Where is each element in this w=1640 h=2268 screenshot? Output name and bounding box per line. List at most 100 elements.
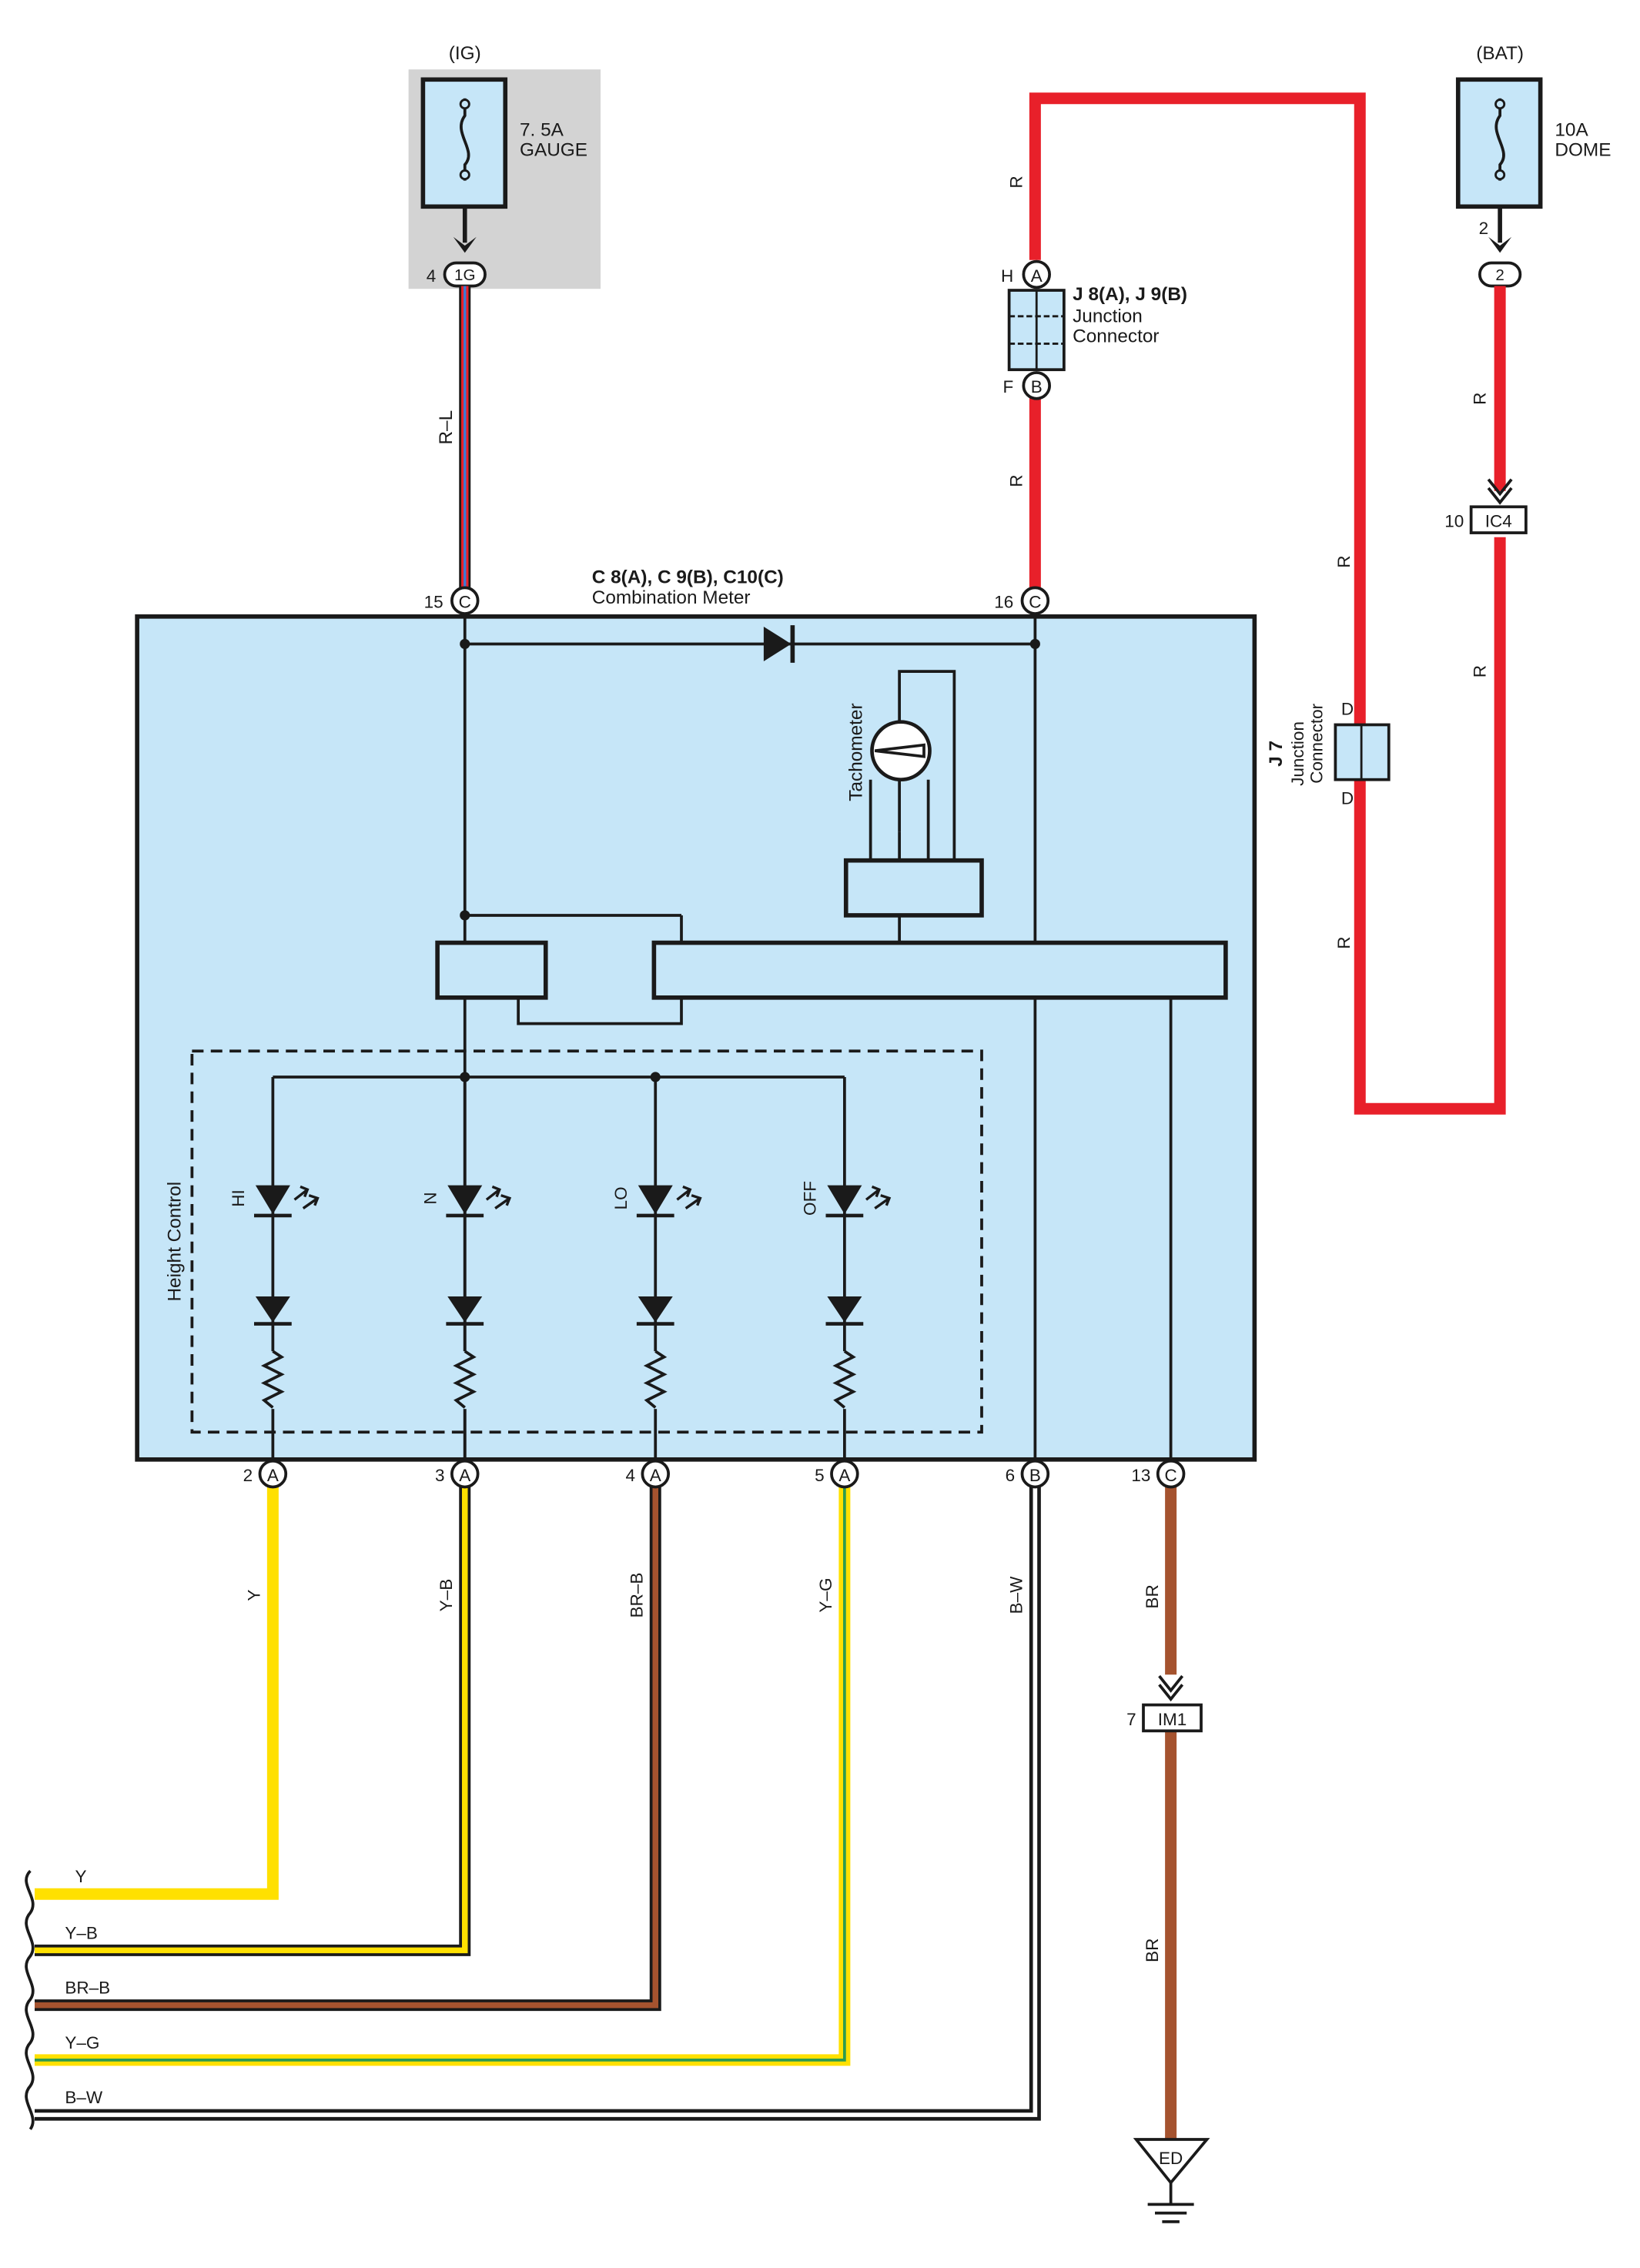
- diode-symbol: [763, 625, 795, 663]
- j7-title: J 7: [1266, 741, 1287, 767]
- wire-end-label: B–W: [65, 2088, 103, 2107]
- j8-j9-connector: [1007, 289, 1066, 372]
- led-branches: HI N LO OFF: [229, 1076, 892, 1460]
- wire-yg: Y–GY–GA5: [35, 1459, 859, 2066]
- wire-label-r-6: R: [1007, 474, 1026, 487]
- diode-icon: [638, 1296, 673, 1323]
- led-branch-n: N: [420, 1076, 512, 1460]
- wire-yb: Y–BY–BA3: [35, 1459, 480, 1956]
- fuse-bat-name: DOME: [1555, 140, 1611, 161]
- pin-number: 4: [625, 1466, 635, 1485]
- j8-conn-b: [1022, 371, 1051, 400]
- j7-pin-bottom: D: [1341, 789, 1354, 808]
- pin-number: 6: [1006, 1466, 1016, 1485]
- fuse-bat-connector-label: 2: [1495, 266, 1504, 284]
- pin-16-num: 16: [994, 593, 1013, 612]
- pin-number: 3: [435, 1466, 445, 1485]
- led-label: HI: [229, 1189, 248, 1207]
- wire-brb: BR–BBR–BA4: [35, 1459, 670, 2012]
- fuse-bat-pin: 2: [1479, 219, 1489, 238]
- led-branch-hi: HI: [229, 1076, 320, 1460]
- ground-symbol: [1133, 2138, 1210, 2223]
- pin-connector-label: A: [838, 1466, 850, 1485]
- wire-end-label: BR–B: [65, 1979, 110, 1998]
- resistor-icon: [832, 1350, 857, 1409]
- bottom-wires: YYA2Y–BY–BA3BR–BBR–BA4Y–GY–GA5B–WB–WB6BR…: [35, 1459, 1186, 2139]
- led-label: N: [420, 1192, 440, 1204]
- diode-icon: [447, 1296, 483, 1323]
- led-branch-off: OFF: [800, 1076, 892, 1460]
- led-icon: [827, 1185, 862, 1215]
- wire-label: BR: [1143, 1584, 1162, 1608]
- pin-connector-label: C: [1165, 1466, 1177, 1485]
- wire-end-label: Y–G: [65, 2033, 99, 2052]
- led-icon: [638, 1185, 673, 1215]
- diode-icon: [827, 1296, 862, 1323]
- tachometer-driver-block: [843, 858, 984, 918]
- pin-connector-label: A: [459, 1466, 470, 1485]
- pin-connector-label: A: [267, 1466, 279, 1485]
- wire-label: Y: [245, 1590, 264, 1601]
- wire-r-bat: [1029, 92, 1506, 1115]
- pin-connector: [1156, 1459, 1186, 1489]
- j8-pin-f: F: [1003, 377, 1014, 396]
- harness-break-line: [25, 1869, 35, 2130]
- pin-number: 13: [1131, 1466, 1150, 1485]
- j8-label-2: Connector: [1073, 326, 1159, 347]
- fuse-ig-connector-label: 1G: [454, 266, 475, 284]
- j8-conn-a: [1022, 259, 1051, 289]
- pin-connector: [258, 1459, 288, 1489]
- wire-label: Y–G: [816, 1578, 835, 1613]
- led-icon: [255, 1185, 290, 1215]
- fuse-ig-source: (IG): [449, 43, 481, 64]
- node-dot: [460, 910, 470, 921]
- combination-meter-body: [135, 614, 1257, 1462]
- pin-connector: [450, 1459, 480, 1489]
- pin-15-conn: C: [459, 593, 471, 612]
- pin-16-conn: C: [1029, 593, 1041, 612]
- node-dot: [1029, 638, 1040, 649]
- wire-end-label: Y–B: [65, 1923, 98, 1942]
- tachometer-needle-icon: [875, 743, 925, 758]
- im1-connector: [1142, 1703, 1203, 1733]
- dome-fuse: [1455, 77, 1543, 253]
- height-control-label: Height Control: [164, 1182, 185, 1302]
- ic4-arrow: [1487, 478, 1513, 505]
- pin-number: 2: [243, 1466, 253, 1485]
- wire-label-r-2: R: [1470, 665, 1489, 677]
- pin-connector-label: B: [1029, 1466, 1041, 1485]
- resistor-icon: [260, 1350, 285, 1409]
- j7-pin-top: D: [1341, 699, 1354, 718]
- led-label: LO: [611, 1186, 631, 1209]
- led-icon: [447, 1185, 483, 1215]
- tachometer-label: Tachometer: [845, 703, 866, 801]
- ic4-label: IC4: [1485, 512, 1512, 531]
- wire-label-r-4: R: [1334, 936, 1354, 948]
- pin-connector: [830, 1459, 859, 1489]
- j8-conn-b-label: B: [1031, 377, 1043, 396]
- j7-label-1: Junction: [1288, 721, 1307, 786]
- ground-label: ED: [1159, 2149, 1183, 2168]
- meter-logic-block-right: [651, 940, 1228, 1000]
- wire-label-r-l: R–L: [436, 410, 457, 445]
- pin-connector: [641, 1459, 670, 1489]
- ic4-connector: [1469, 505, 1528, 534]
- ic4-pin: 10: [1444, 512, 1464, 531]
- gauge-fuse: [408, 69, 601, 289]
- j7-label-2: Connector: [1307, 703, 1327, 783]
- wire-label: Y–B: [437, 1579, 456, 1612]
- fuse-ig-pin: 4: [427, 266, 437, 286]
- fuse-ig-rating: 7. 5A: [520, 119, 564, 140]
- led-label: OFF: [800, 1181, 819, 1216]
- pin-connector: [1020, 1459, 1050, 1489]
- pin-number: 5: [815, 1466, 825, 1485]
- wire-label-br-2: BR: [1143, 1939, 1162, 1962]
- pin-15-num: 15: [424, 593, 443, 612]
- fuse-ig-name: GAUGE: [520, 140, 587, 161]
- wire-label-r-5: R: [1007, 176, 1026, 188]
- wire-bw: B–WB–WB6: [35, 1459, 1050, 2121]
- node-dot: [460, 638, 470, 649]
- tachometer-gauge-icon: [870, 720, 932, 782]
